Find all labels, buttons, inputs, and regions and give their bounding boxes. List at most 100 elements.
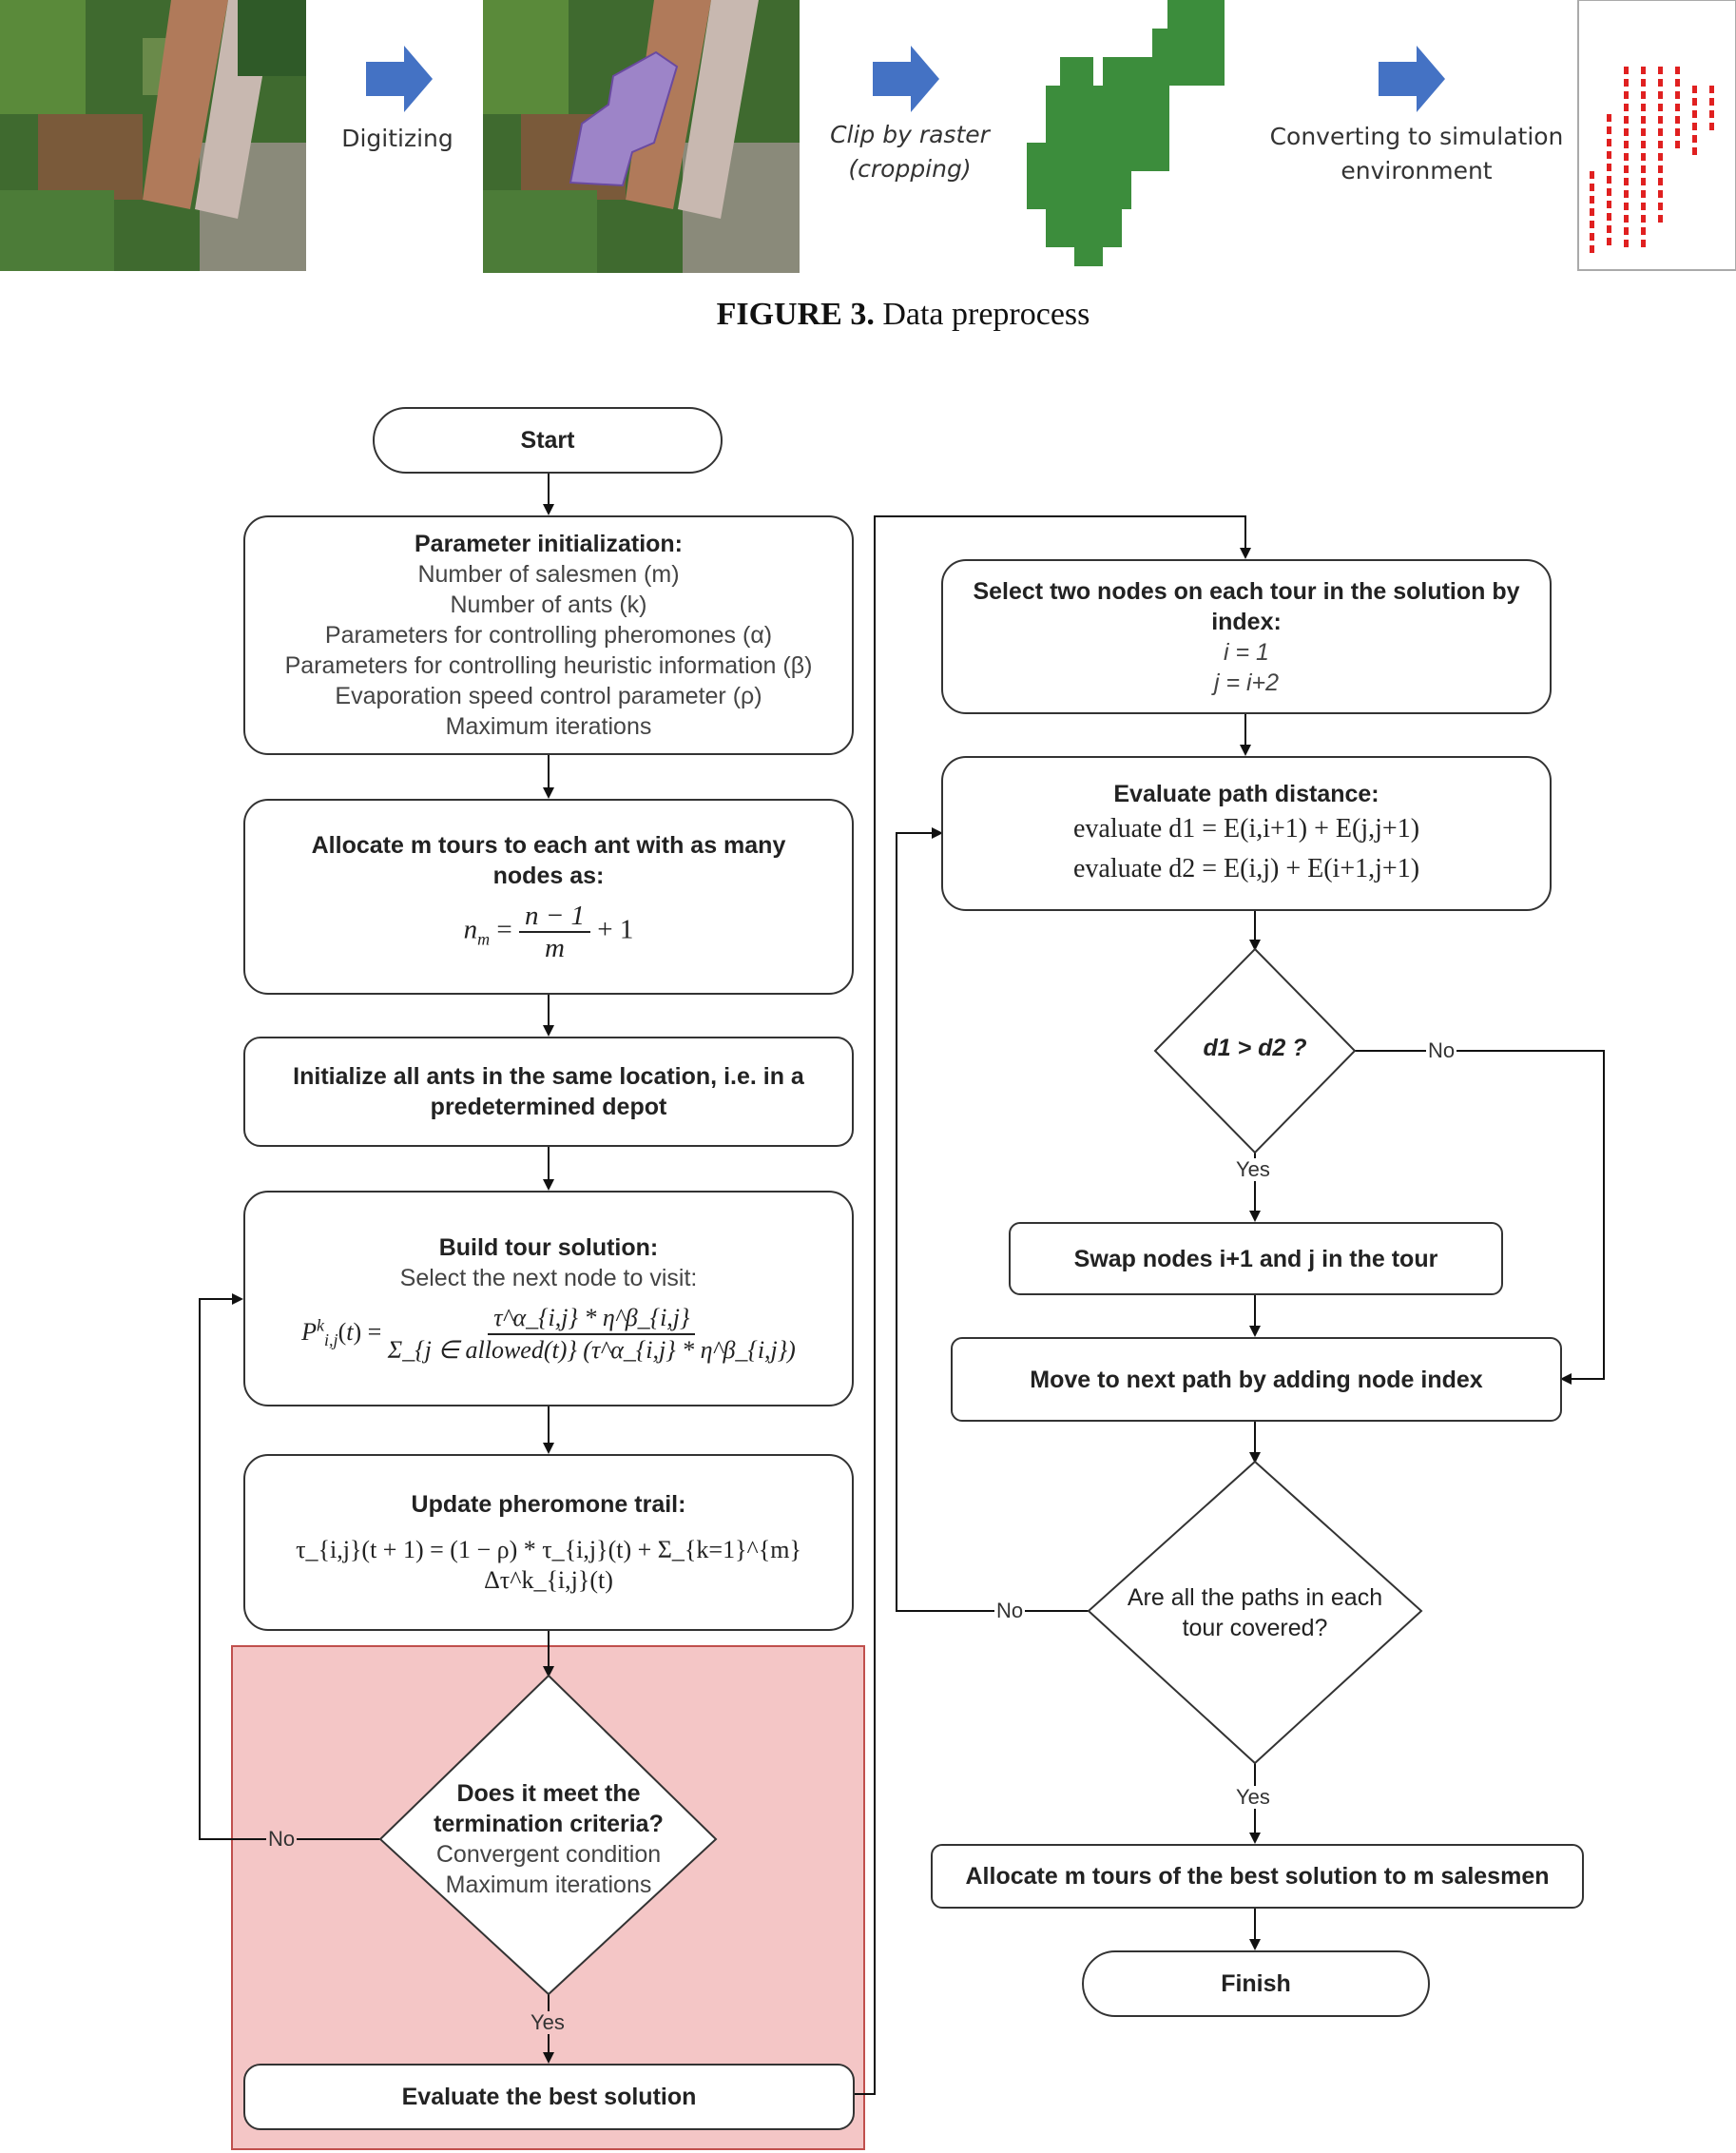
grid-cell-dot	[1709, 123, 1714, 130]
step-label-convert-line2: environment	[1341, 157, 1493, 184]
grid-cell-dot	[1709, 98, 1714, 106]
build-formula: Pki,j(t) = τ^α_{i,j} * η^β_{i,j} Σ_{j ∈ …	[301, 1303, 796, 1364]
allocate-formula-plus: + 1	[597, 914, 634, 945]
grid-cell-dot	[1590, 184, 1594, 191]
grid-cell-dot	[1624, 153, 1629, 161]
grid-cell-dot	[1624, 165, 1629, 173]
grid-cell-dot	[1624, 91, 1629, 99]
diamond-covered-shape	[1087, 1460, 1423, 1765]
grid-cell-dot	[1641, 215, 1646, 223]
param-init-line: Maximum iterations	[445, 713, 652, 740]
covered-line2: tour covered?	[1182, 1615, 1328, 1641]
grid-cell-dot	[1624, 141, 1629, 148]
allocate-formula-lhs-sub: m	[477, 929, 491, 949]
grid-cell-dot	[1658, 128, 1663, 136]
allocate-formula-lhs: n	[463, 914, 478, 945]
grid-cell-dot	[1624, 116, 1629, 124]
grid-cell-dot	[1607, 213, 1611, 221]
update-formula: τ_{i,j}(t + 1) = (1 − ρ) * τ_{i,j}(t) + …	[296, 1536, 801, 1594]
grid-cell-dot	[1675, 79, 1680, 87]
diamond-compare-shape	[1153, 947, 1357, 1154]
grid-cell-dot	[1658, 153, 1663, 161]
evaluate-path-title: Evaluate path distance:	[1113, 780, 1379, 807]
grid-cell-dot	[1692, 98, 1697, 106]
grid-cell-dot	[1675, 91, 1680, 99]
grid-cell-dot	[1658, 203, 1663, 210]
start-terminal: Start	[373, 407, 723, 474]
select-line1: Select two nodes on each tour in the sol…	[973, 577, 1520, 605]
move-next-box: Move to next path by adding node index	[951, 1337, 1562, 1422]
terminate-diamond-text: Does it meet the termination criteria? C…	[390, 1778, 707, 1900]
grid-cell-dot	[1624, 240, 1629, 247]
covered-no-label: No	[994, 1599, 1026, 1622]
grid-cell-dot	[1675, 128, 1680, 136]
grid-cell-dot	[1590, 245, 1594, 253]
grid-cell-dot	[1590, 208, 1594, 216]
grid-cell-dot	[1658, 79, 1663, 87]
grid-cell-dot	[1658, 190, 1663, 198]
allocate-line2: nodes as:	[492, 863, 605, 889]
grid-cell-dot	[1641, 104, 1646, 111]
build-title: Build tour solution:	[438, 1233, 659, 1261]
allocate-fraction-num: n − 1	[518, 901, 591, 933]
grid-cell-dot	[1607, 126, 1611, 134]
grid-cell-dot	[1624, 215, 1629, 223]
grid-cell-dot	[1590, 233, 1594, 241]
select-line2: index:	[1211, 608, 1282, 635]
step-label-digitizing: Digitizing	[341, 125, 453, 152]
arrow-right-icon	[366, 46, 433, 112]
compare-diamond-text: d1 > d2 ?	[1203, 1035, 1307, 1061]
grid-cell-dot	[1692, 86, 1697, 93]
grid-cell-dot	[1658, 116, 1663, 124]
grid-cell-dot	[1709, 110, 1714, 118]
compare-no-label: No	[1426, 1038, 1457, 1062]
grid-cell-dot	[1709, 86, 1714, 93]
grid-cell-dot	[1641, 153, 1646, 161]
grid-cell-dot	[1607, 225, 1611, 233]
finish-terminal: Finish	[1082, 1950, 1430, 2017]
satellite-image-digitized	[483, 0, 800, 273]
param-init-line: Parameters for controlling pheromones (α…	[324, 622, 773, 649]
grid-cell-dot	[1607, 151, 1611, 159]
grid-cell-dot	[1658, 165, 1663, 173]
param-init-line: Number of salesmen (m)	[417, 561, 680, 588]
grid-cell-dot	[1590, 221, 1594, 228]
grid-cell-dot	[1641, 128, 1646, 136]
evaluate-best-box: Evaluate the best solution	[243, 2064, 855, 2130]
step-label-convert-line1: Converting to simulation	[1269, 123, 1564, 150]
grid-cell-dot	[1641, 240, 1646, 247]
preprocess-graphics	[0, 0, 1736, 273]
terminate-no-label: No	[266, 1827, 298, 1851]
evaluate-best-label: Evaluate the best solution	[401, 2084, 697, 2110]
grid-cell-dot	[1624, 67, 1629, 74]
allocate-formula: nm = n − 1 m + 1	[463, 901, 634, 963]
grid-cell-dot	[1641, 165, 1646, 173]
grid-cell-dot	[1607, 139, 1611, 146]
terminate-line3: Convergent condition	[435, 1841, 662, 1868]
grid-cell-dot	[1607, 238, 1611, 245]
compare-yes-label: Yes	[1234, 1157, 1272, 1181]
grid-cell-dot	[1590, 196, 1594, 204]
grid-cell-dot	[1607, 114, 1611, 122]
build-subtitle: Select the next node to visit:	[399, 1264, 698, 1291]
grid-cell-dot	[1675, 104, 1680, 111]
arrow-right-icon	[1379, 46, 1445, 112]
grid-cell-dot	[1692, 147, 1697, 155]
grid-cell-dot	[1641, 67, 1646, 74]
build-fraction-den: Σ_{j ∈ allowed(t)} (τ^α_{i,j} * η^β_{i,j…	[387, 1335, 796, 1364]
grid-cell-dot	[1641, 91, 1646, 99]
select-line3: i = 1	[1224, 638, 1269, 666]
grid-cell-dot	[1607, 201, 1611, 208]
allocate-line1: Allocate m tours to each ant with as man…	[311, 832, 786, 859]
figure-caption: FIGURE 3. Data preprocess	[0, 297, 1736, 333]
figure-caption-text: Data preprocess	[882, 297, 1090, 332]
grid-cell-dot	[1624, 203, 1629, 210]
grid-cell-dot	[1641, 203, 1646, 210]
grid-cell-dot	[1692, 110, 1697, 118]
evaluate-path-line1: evaluate d1 = E(i,i+1) + E(j,j+1)	[1072, 813, 1420, 844]
param-init-title: Parameter initialization:	[414, 531, 684, 557]
initialize-line1: Initialize all ants in the same location…	[293, 1063, 804, 1090]
covered-diamond-text: Are all the paths in each tour covered?	[1103, 1582, 1407, 1643]
clipped-raster-image	[1027, 0, 1225, 266]
param-init-line: Number of ants (k)	[450, 592, 647, 618]
